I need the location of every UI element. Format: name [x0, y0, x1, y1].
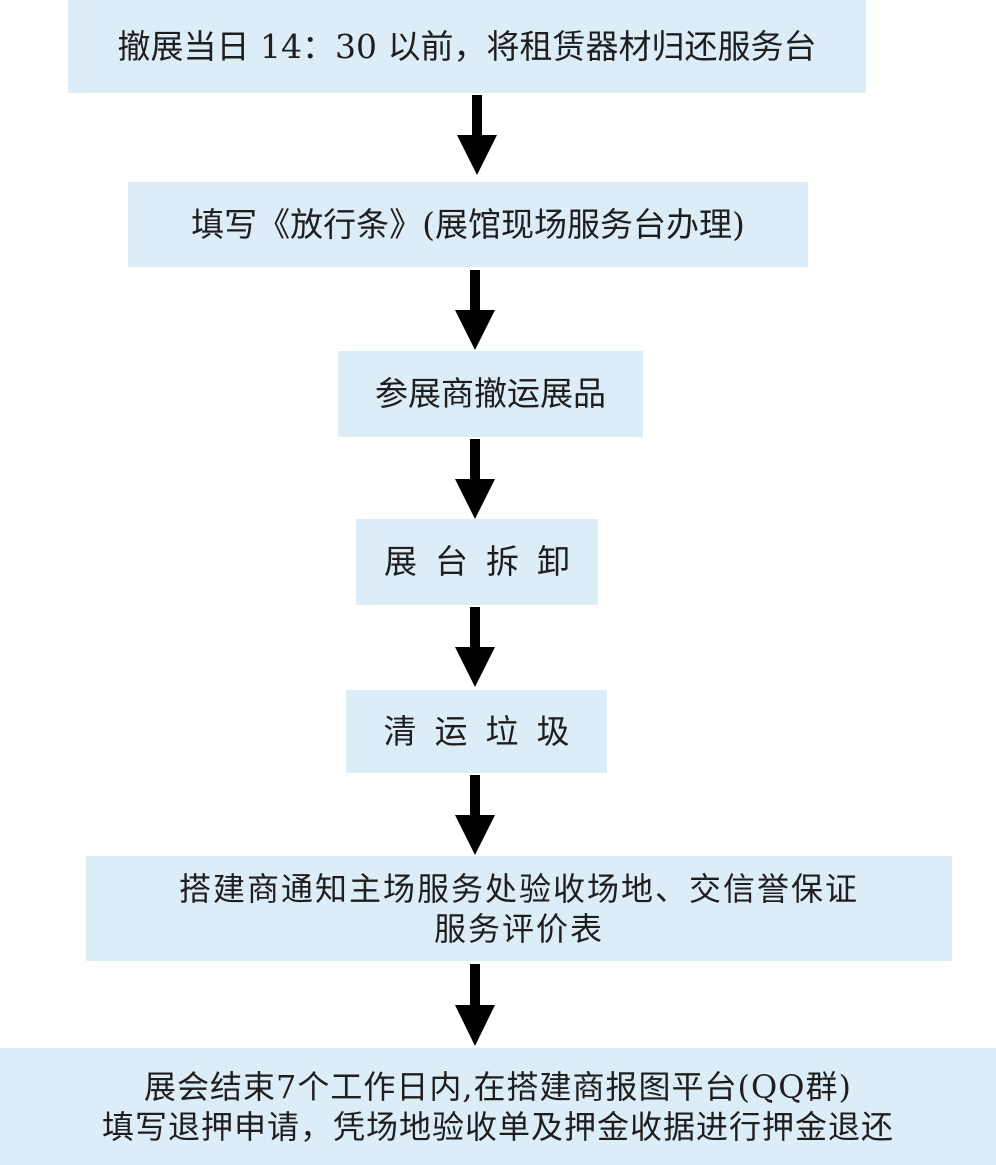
down-arrow-icon — [455, 439, 495, 519]
step-text: 填写《放行条》(展馆现场服务台办理) — [191, 204, 745, 244]
step-text: 展台拆卸 — [384, 542, 588, 582]
down-arrow-icon — [455, 964, 495, 1046]
step-booth-dismantling: 展台拆卸 — [356, 519, 598, 605]
step-deposit-refund: 展会结束7个工作日内,在搭建商报图平台(QQ群) 填写退押申请，凭场地验收单及押… — [0, 1048, 996, 1165]
step-return-rented-equipment: 撤展当日 14：30 以前，将租赁器材归还服务台 — [68, 0, 866, 93]
step-text: 撤展当日 14：30 以前，将租赁器材归还服务台 — [117, 26, 817, 66]
step-text: 清运垃圾 — [383, 711, 588, 751]
step-text: 搭建商通知主场服务处验收场地、交信誉保证 — [178, 869, 859, 908]
down-arrow-icon — [455, 270, 495, 350]
step-exhibitor-removes-exhibits: 参展商撤运展品 — [338, 351, 643, 437]
step-text: 参展商撤运展品 — [375, 374, 606, 414]
step-text: 服务评价表 — [433, 909, 604, 948]
step-fill-release-slip: 填写《放行条》(展馆现场服务台办理) — [128, 182, 808, 267]
step-text: 填写退押申请，凭场地验收单及押金收据进行押金退还 — [101, 1107, 894, 1146]
step-site-inspection: 搭建商通知主场服务处验收场地、交信誉保证 服务评价表 — [86, 856, 952, 961]
down-arrow-icon — [455, 775, 495, 855]
down-arrow-icon — [455, 607, 495, 687]
step-waste-removal: 清运垃圾 — [346, 690, 607, 773]
step-text: 展会结束7个工作日内,在搭建商报图平台(QQ群) — [144, 1067, 852, 1106]
down-arrow-icon — [457, 95, 497, 175]
